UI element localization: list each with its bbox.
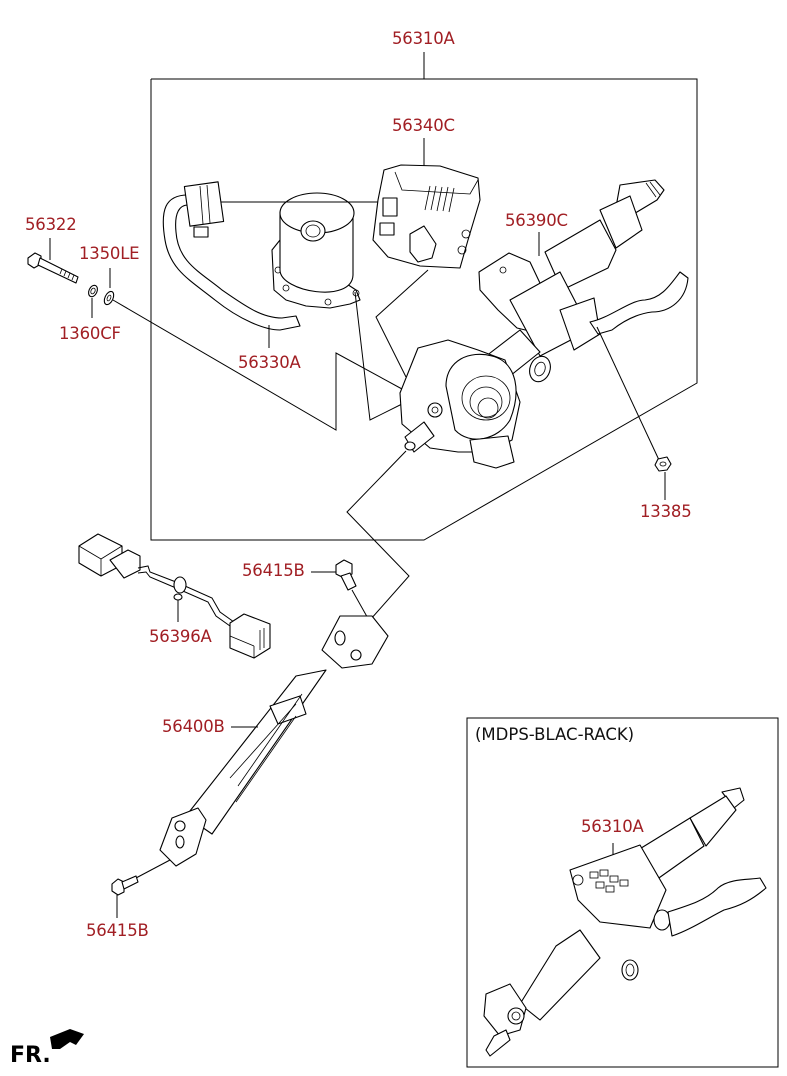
front-direction-arrow-icon [50,1029,84,1049]
part-label-56415B-lower[interactable]: 56415B [86,921,149,940]
part-label-1360CF[interactable]: 1360CF [59,324,121,343]
washer-1360CF-illustration [88,284,98,318]
group-outline-56310A [150,52,698,541]
motor-56330A-illustration [162,181,403,421]
washer-1350LE-illustration [103,268,403,431]
inset-column-illustration [483,787,767,1057]
part-label-56390C[interactable]: 56390C [505,211,568,230]
part-label-1350LE[interactable]: 1350LE [79,244,140,263]
bolt-56322-illustration [27,238,79,284]
part-label-56340C[interactable]: 56340C [392,116,455,135]
part-label-inset-56310A[interactable]: 56310A [581,817,644,836]
column-56390C-illustration [346,179,689,621]
part-label-56310A[interactable]: 56310A [392,29,455,48]
shaft-56400B-illustration [135,615,389,879]
part-label-56330A[interactable]: 56330A [238,353,301,372]
front-direction-label: FR. [10,1043,51,1068]
bolt-56415B-upper-illustration [311,559,371,623]
inset-title: (MDPS-BLAC-RACK) [475,725,635,744]
harness-56396A-illustration [78,533,271,659]
part-label-56400B[interactable]: 56400B [162,717,225,736]
part-label-56415B-upper[interactable]: 56415B [242,561,305,580]
part-label-56396A[interactable]: 56396A [149,627,212,646]
part-label-13385[interactable]: 13385 [640,502,692,521]
nut-13385-illustration [654,456,672,500]
module-56340C-illustration [372,138,481,378]
part-label-56322[interactable]: 56322 [25,215,77,234]
bolt-56415B-lower-illustration [111,875,139,918]
